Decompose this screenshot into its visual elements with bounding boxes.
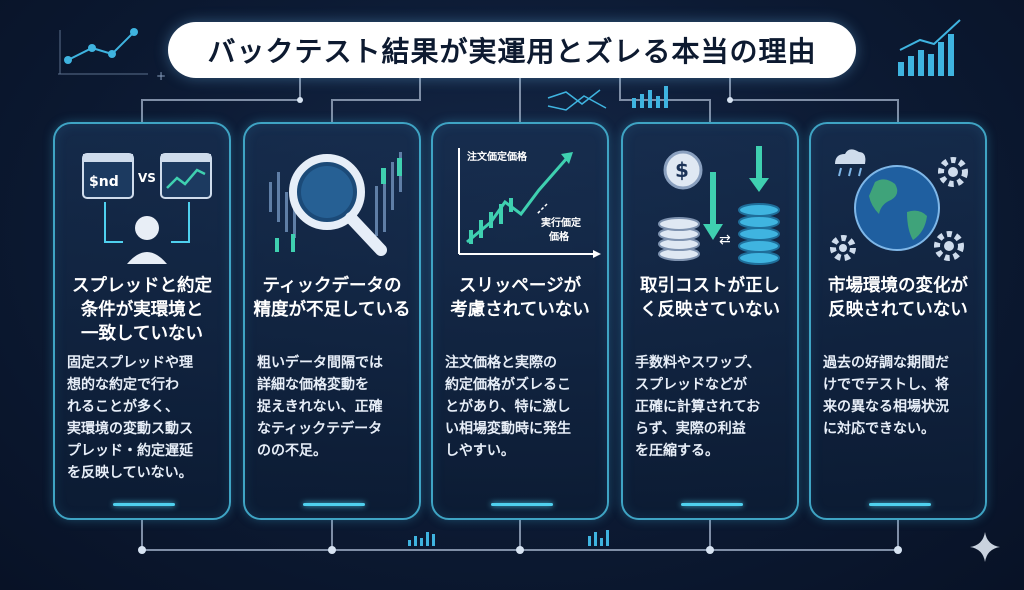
svg-text:注文価定価格: 注文価定価格 <box>467 150 528 163</box>
page-title: バックテスト結果が実運用とズレる本当の理由 <box>207 35 817 68</box>
card-title: スリッページが 考慮されていない <box>450 276 590 320</box>
card-tick-data: ティックデータの 精度が不足している 粗いデータ間隔では 詳細な価格変動を 捉え… <box>243 122 421 520</box>
decor-small-charts-icon <box>547 89 607 111</box>
svg-text:⇄: ⇄ <box>719 232 731 248</box>
card-title: ティックデータの 精度が不足している <box>253 276 411 320</box>
card-market-change: 市場環境の変化が 反映されていない 過去の好調な期間だ けででテストし、将 来の… <box>809 122 987 520</box>
decor-mini-bars-icon <box>408 86 668 546</box>
card-accent-bar <box>869 503 931 506</box>
card-body: 注文価格と実際の 約定価格がズレるこ とがあり、特に激し い相場変動時に発生 し… <box>445 355 571 459</box>
card-accent-bar <box>491 503 553 506</box>
card-body: 手数料やスワップ、 スプレッドなどが 正確に計算されてお らず、実際の利益 を圧… <box>635 355 761 459</box>
card-title: 取引コストが正し く反映さていない <box>640 276 780 320</box>
card-accent-bar <box>113 503 175 506</box>
svg-text:+: + <box>156 69 166 83</box>
magnifier-chart-icon <box>269 152 402 256</box>
card-spread: $nd VS スプレッドと約定 条件が実環境と 一致していない 固定スプレッドや… <box>53 122 231 520</box>
card-title: スプレッドと約定 条件が実環境と 一致していない <box>72 276 212 344</box>
card-accent-bar <box>303 503 365 506</box>
card-body: 粗いデータ間隔では 詳細な価格変動を 捉えきれない、正確 なティックテデータ の… <box>257 355 383 459</box>
card-accent-bar <box>681 503 743 506</box>
globe-gears-icon <box>830 149 968 261</box>
decor-bar-chart-icon <box>898 19 961 76</box>
card-body: 固定スプレッドや理 想的な約定で行わ れることが多く、 実環境の変動ス動ス プレ… <box>67 355 193 481</box>
decor-line-chart-icon <box>58 28 148 75</box>
card-body: 過去の好調な期間だ けででテストし、将 来の異なる相場状況 に対応できない。 <box>823 355 949 437</box>
card-slippage: 注文価定価格 実行価定 価格 スリッページが 考慮されていない 注文価格と実際の… <box>431 122 609 520</box>
card-title: 市場環境の変化が 反映されていない <box>828 276 968 320</box>
spread-compare-icon: $nd VS <box>82 153 212 264</box>
slippage-chart-icon: 注文価定価格 実行価定 価格 <box>458 148 601 258</box>
coin-cost-icon: $ ⇄ <box>658 146 780 265</box>
title-banner: バックテスト結果が実運用とズレる本当の理由 <box>168 22 856 78</box>
svg-text:$nd: $nd <box>89 174 119 190</box>
card-trading-cost: $ ⇄ 取引コストが正し く反映さていない 手数料やスワップ、 スプレッドなどが… <box>621 122 799 520</box>
sparkle-icon <box>970 532 1000 562</box>
svg-text:VS: VS <box>138 171 156 185</box>
svg-text:$: $ <box>675 158 689 182</box>
svg-text:実行価定: 実行価定 <box>541 216 581 229</box>
svg-text:価格: 価格 <box>548 230 570 243</box>
